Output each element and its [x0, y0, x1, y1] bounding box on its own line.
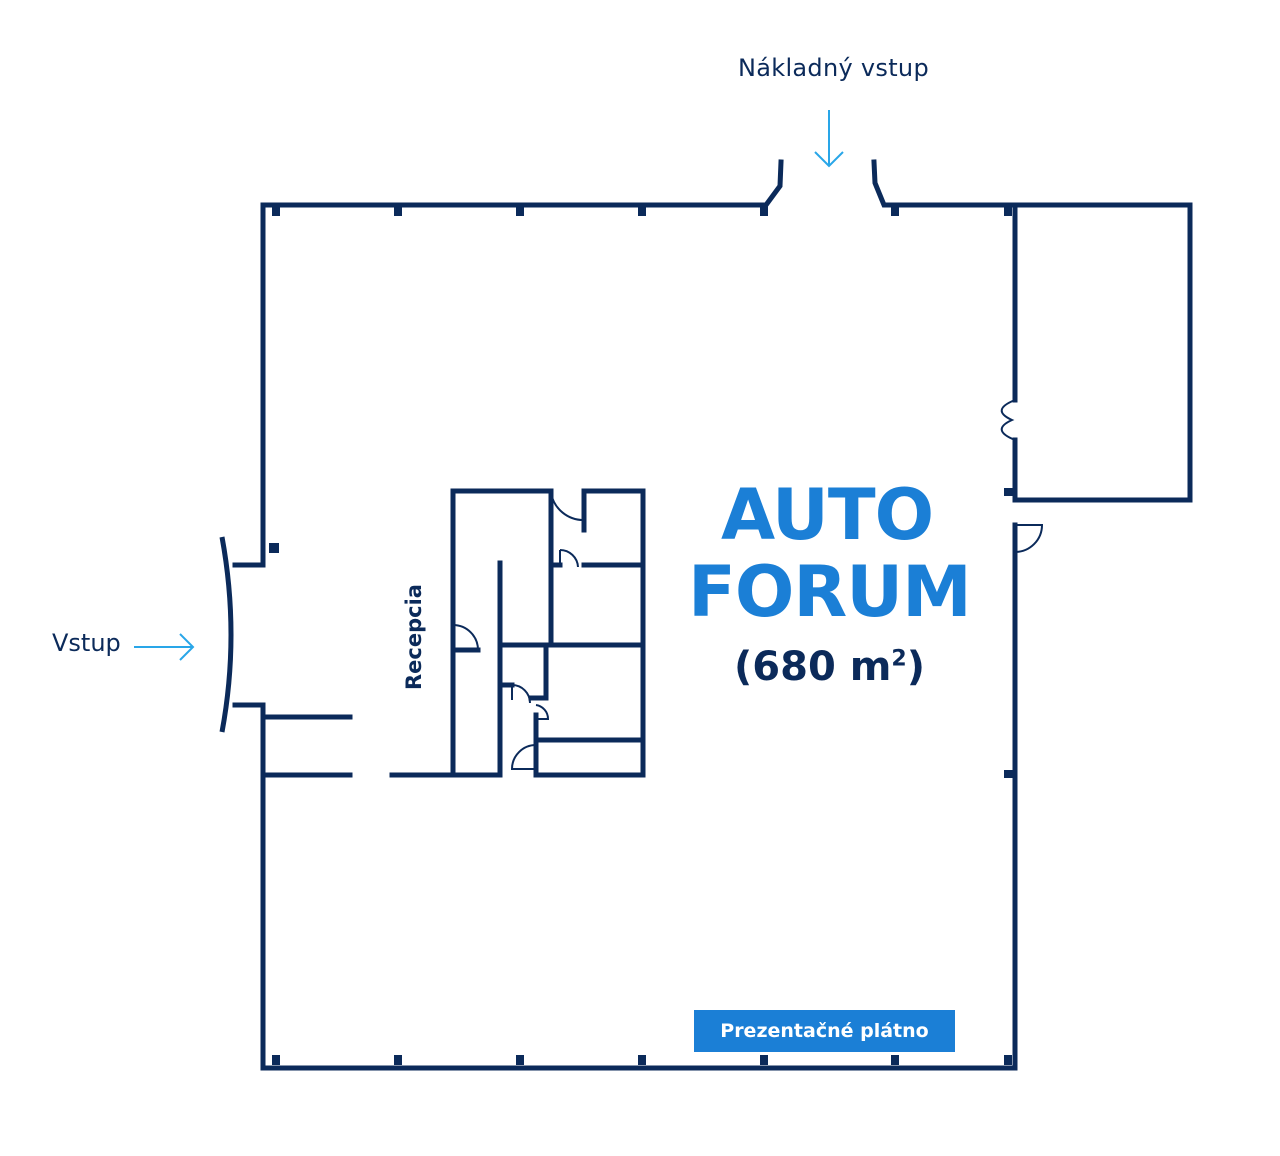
arrow-right-icon: [134, 633, 195, 661]
arrow-down-icon: [814, 110, 844, 168]
area-label: (680 m2): [734, 644, 925, 690]
outer-wall-top-right: [871, 159, 1193, 503]
columns: [269, 206, 1014, 1065]
reception-label: Recepcia: [402, 584, 426, 690]
door-swing-icon: [452, 399, 1044, 770]
area-close: ): [906, 644, 925, 690]
presentation-screen: Prezentačné plátno: [694, 1010, 955, 1052]
entrance-label: Vstup: [52, 629, 121, 657]
rooms-wall-e: [528, 642, 549, 701]
outer-wall-left-upper: [232, 202, 266, 568]
title-line-1: AUTO: [721, 474, 934, 556]
area-superscript: 2: [891, 646, 907, 672]
entrance-curve: [219, 536, 234, 733]
outer-wall-top-left: [260, 159, 784, 208]
outer-wall-left-lower: [232, 702, 266, 1071]
arrows: [134, 110, 844, 661]
reception-outer: [450, 488, 554, 778]
presentation-screen-label: Prezentačné plátno: [720, 1020, 929, 1042]
loading-entrance-label: Nákladný vstup: [738, 54, 929, 82]
title-line-2: FORUM: [688, 551, 972, 633]
area-value: (680 m: [734, 644, 892, 690]
rooms-block-outer: [533, 488, 646, 778]
